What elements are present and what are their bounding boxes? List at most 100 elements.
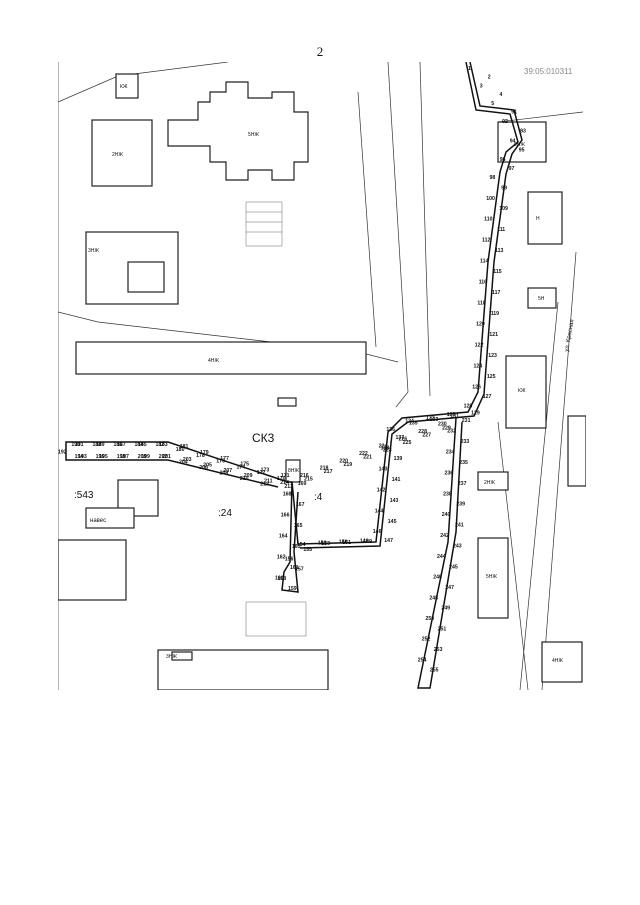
route-point-label: 96: [500, 157, 506, 163]
route-point-label: 237: [458, 481, 467, 487]
route-point-label: 147: [384, 538, 393, 544]
route-point-label: 165: [294, 523, 303, 529]
building-label: КЖ: [518, 388, 526, 394]
building-label: 3НЖ: [166, 654, 177, 660]
route-point-label: 98: [490, 175, 496, 181]
route-point-label: 155: [303, 547, 312, 553]
route-point-label: 99: [501, 185, 507, 191]
route-point-label: 122: [475, 343, 484, 349]
route-point-label: 209: [244, 473, 253, 479]
route-point-label: 148: [360, 539, 369, 545]
route-point-label: 167: [296, 502, 305, 508]
route-point-label: 177: [220, 456, 229, 462]
route-point-label: 130: [447, 412, 456, 418]
route-point-label: 219: [344, 462, 353, 468]
route-point-label: 124: [474, 364, 483, 370]
route-point-label: 185: [138, 442, 147, 448]
route-point-label: 180: [176, 447, 185, 453]
route-point-label: 254: [418, 657, 427, 663]
route-point-label: 202: [159, 454, 168, 460]
route-point-label: 236: [445, 470, 454, 476]
label-plot-24: :24: [218, 508, 232, 519]
route-point-label: 129: [471, 411, 480, 417]
route-point-label: 238: [443, 491, 452, 497]
route-point-label: 205: [203, 462, 212, 468]
route-point-label: 247: [445, 585, 454, 591]
route-point-label: 241: [455, 523, 464, 529]
route-point-label: 227: [422, 433, 431, 439]
route-point-label: 161: [290, 565, 299, 571]
route-point-label: 228: [418, 429, 427, 435]
building: [541, 641, 583, 683]
route-point-label: 189: [96, 442, 105, 448]
building-label: 8НЖ: [288, 468, 299, 474]
route-point-label: 157: [295, 566, 304, 572]
route-point-label: 232: [447, 428, 456, 434]
route-point-label: 246: [433, 575, 442, 581]
route-point-label: 252: [422, 637, 431, 643]
route-point-label: 123: [488, 353, 497, 359]
building-label: 5НЖ: [248, 132, 259, 138]
building-label: 3НЖ: [88, 248, 99, 254]
building-label: 2НЖ: [484, 480, 495, 486]
route-point-label: 224: [379, 444, 388, 450]
route-point-label: 154: [297, 542, 306, 548]
route-point-label: 206: [199, 465, 208, 471]
building-naves: [85, 507, 135, 529]
route-point-label: 248: [429, 595, 438, 601]
building-label: 8НЖ: [514, 142, 525, 148]
building: [58, 539, 127, 601]
route-point-label: 95: [519, 148, 525, 154]
route-point-label: 221: [363, 455, 372, 461]
route-point-label: 163: [292, 544, 301, 550]
route-point-label: 135: [409, 421, 418, 427]
quarter-lines: [58, 62, 584, 690]
route-point-label: 150: [339, 540, 348, 546]
route-point-label: 245: [449, 564, 458, 570]
route-point-label: 121: [489, 332, 498, 338]
building: [497, 121, 547, 163]
building-label: Н: [536, 216, 540, 222]
route-point-label: 160: [275, 575, 284, 581]
route-point-label: 91: [511, 110, 517, 116]
route-point-label: 119: [491, 311, 499, 317]
route-point-label: 133: [430, 417, 439, 423]
route-point-label: 120: [476, 322, 485, 328]
route-point-label: 173: [261, 467, 270, 473]
route-point-label: 208: [220, 471, 229, 477]
route-point-label: 183: [159, 442, 168, 448]
label-plot-543: :543: [74, 490, 94, 501]
route-point-label: 100: [486, 196, 495, 202]
route-point-label: 128: [464, 403, 473, 409]
route-point-label: 239: [456, 502, 465, 508]
route-point-label: 153: [321, 541, 330, 547]
route-point-label: 198: [117, 454, 126, 460]
route-point-label: 178: [196, 453, 205, 459]
route-point-label: 191: [75, 442, 84, 448]
route-point-label: 242: [440, 533, 449, 539]
route-point-label: 192: [58, 450, 67, 456]
route-point-label: 215: [304, 477, 313, 483]
route-point-label: 176: [216, 459, 225, 465]
building: [91, 119, 153, 187]
route-point-label: 114: [480, 259, 488, 265]
building-label: 4НЖ: [208, 358, 219, 364]
route-point-label: 115: [493, 269, 501, 275]
map-canvas: 1234591929394959697989910010911011111211…: [58, 62, 586, 690]
route-point-label: 169: [298, 481, 307, 487]
route-point-label: 210: [240, 476, 249, 482]
route-point-label: 93: [520, 129, 526, 135]
building-label: КЖ: [120, 84, 128, 90]
route-point-label: 199: [141, 454, 150, 460]
route-point-label: 174: [237, 464, 246, 470]
route-point-label: 240: [442, 512, 451, 518]
route-point-label: 188: [93, 442, 102, 448]
route-point-label: 214: [280, 480, 289, 486]
route-point-label: 5: [491, 101, 494, 107]
route-point-label: 156: [285, 557, 294, 563]
route-point-label: 223: [383, 447, 392, 453]
route: [65, 62, 523, 689]
building: [567, 415, 586, 487]
route-point-label: 145: [388, 519, 397, 525]
